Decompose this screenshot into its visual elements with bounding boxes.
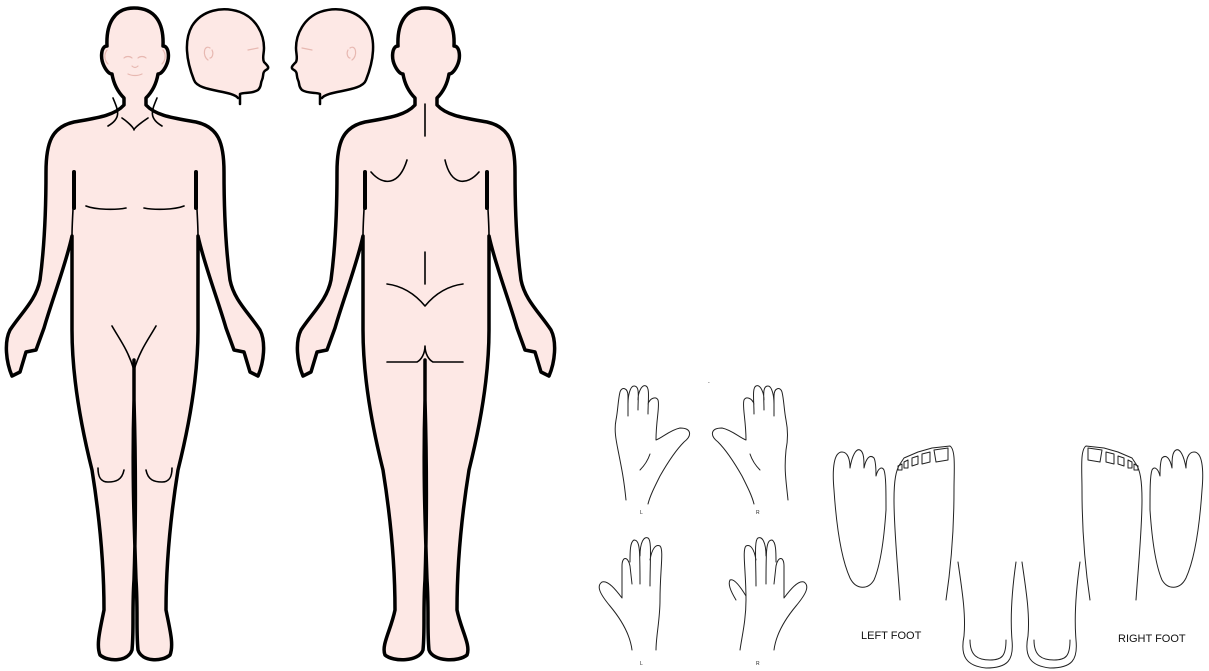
hand-top-right (712, 386, 788, 504)
left-foot-sole (833, 450, 886, 588)
head-profile-left-outline (292, 9, 373, 104)
left-foot-label: LEFT FOOT (861, 630, 922, 642)
back-body-outline (297, 8, 554, 660)
hands: - L R L R (599, 380, 807, 667)
right-foot-label: RIGHT FOOT (1118, 633, 1186, 645)
right-foot-sole (1150, 450, 1203, 588)
hand-label-top-left: L (640, 510, 643, 516)
hand-top-left (615, 386, 689, 504)
hand-label-top-right: R (756, 510, 760, 516)
front-body (6, 8, 263, 660)
heels-rear (958, 562, 1080, 668)
hand-bottom-left (599, 538, 662, 650)
right-foot-top (1082, 446, 1142, 600)
feet: LEFT FOOT RIGHT FOOT (833, 446, 1202, 668)
left-foot-top (894, 446, 954, 600)
hands-dash: - (708, 380, 710, 386)
hand-label-bottom-right: R (756, 661, 760, 667)
head-profile-right-facing (187, 9, 268, 104)
head-profile-right-outline (187, 9, 268, 104)
back-body (297, 8, 554, 660)
hand-label-bottom-left: L (640, 661, 643, 667)
head-profile-left-facing (292, 9, 373, 104)
front-body-outline (6, 8, 263, 660)
hand-bottom-right (729, 538, 807, 650)
